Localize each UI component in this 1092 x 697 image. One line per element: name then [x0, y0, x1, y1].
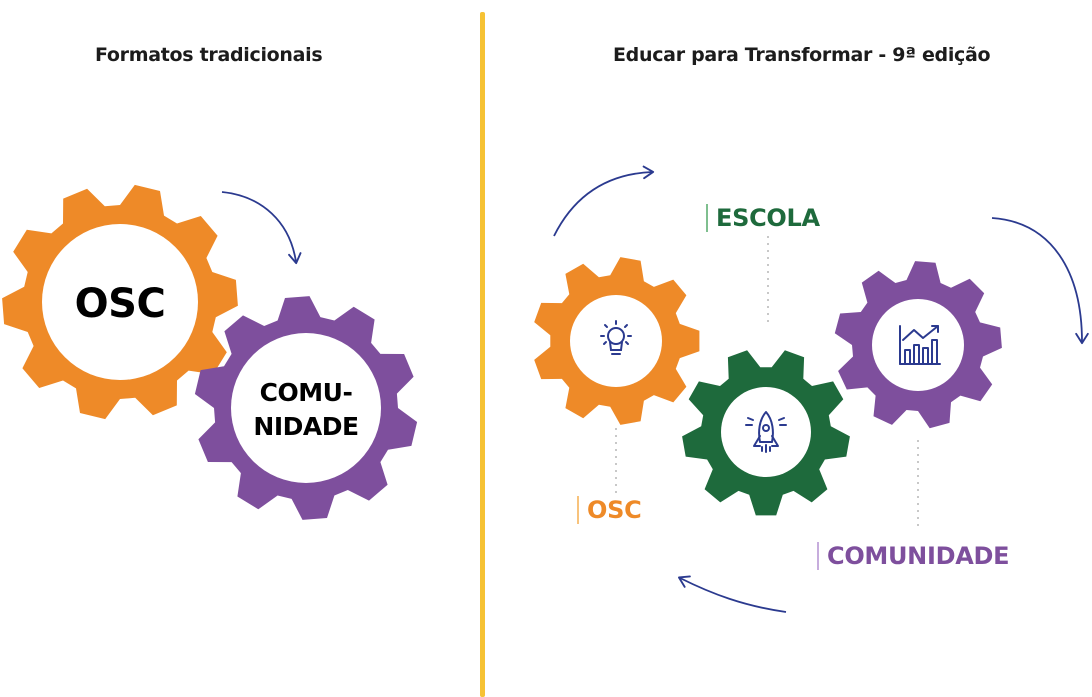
lightbulb-icon: [600, 320, 632, 355]
osc-gear-center: [570, 295, 662, 387]
panel-divider: [480, 12, 485, 697]
right-panel-title: Educar para Transformar - 9ª edição: [613, 44, 991, 66]
right-cycle-arrow: [991, 217, 1089, 345]
osc-gear-label: OSC: [75, 281, 166, 327]
comunidade-gear-center: [231, 333, 381, 483]
comunidade-gear-label-line1: COMU-: [260, 378, 353, 407]
osc-label: OSC: [577, 496, 642, 524]
growth-chart-icon: [899, 325, 941, 365]
rocket-icon: [745, 411, 787, 453]
top-cycle-arrow: [553, 165, 655, 237]
left-cycle-arrow: [221, 191, 302, 265]
escola-label: ESCOLA: [706, 204, 820, 232]
osc-gear-center: [42, 224, 198, 380]
bottom-cycle-arrow: [678, 575, 787, 613]
left-panel-title: Formatos tradicionais: [95, 44, 323, 66]
comunidade-label: COMUNIDADE: [817, 542, 1010, 570]
comunidade-gear-label-line2: NIDADE: [253, 412, 358, 441]
